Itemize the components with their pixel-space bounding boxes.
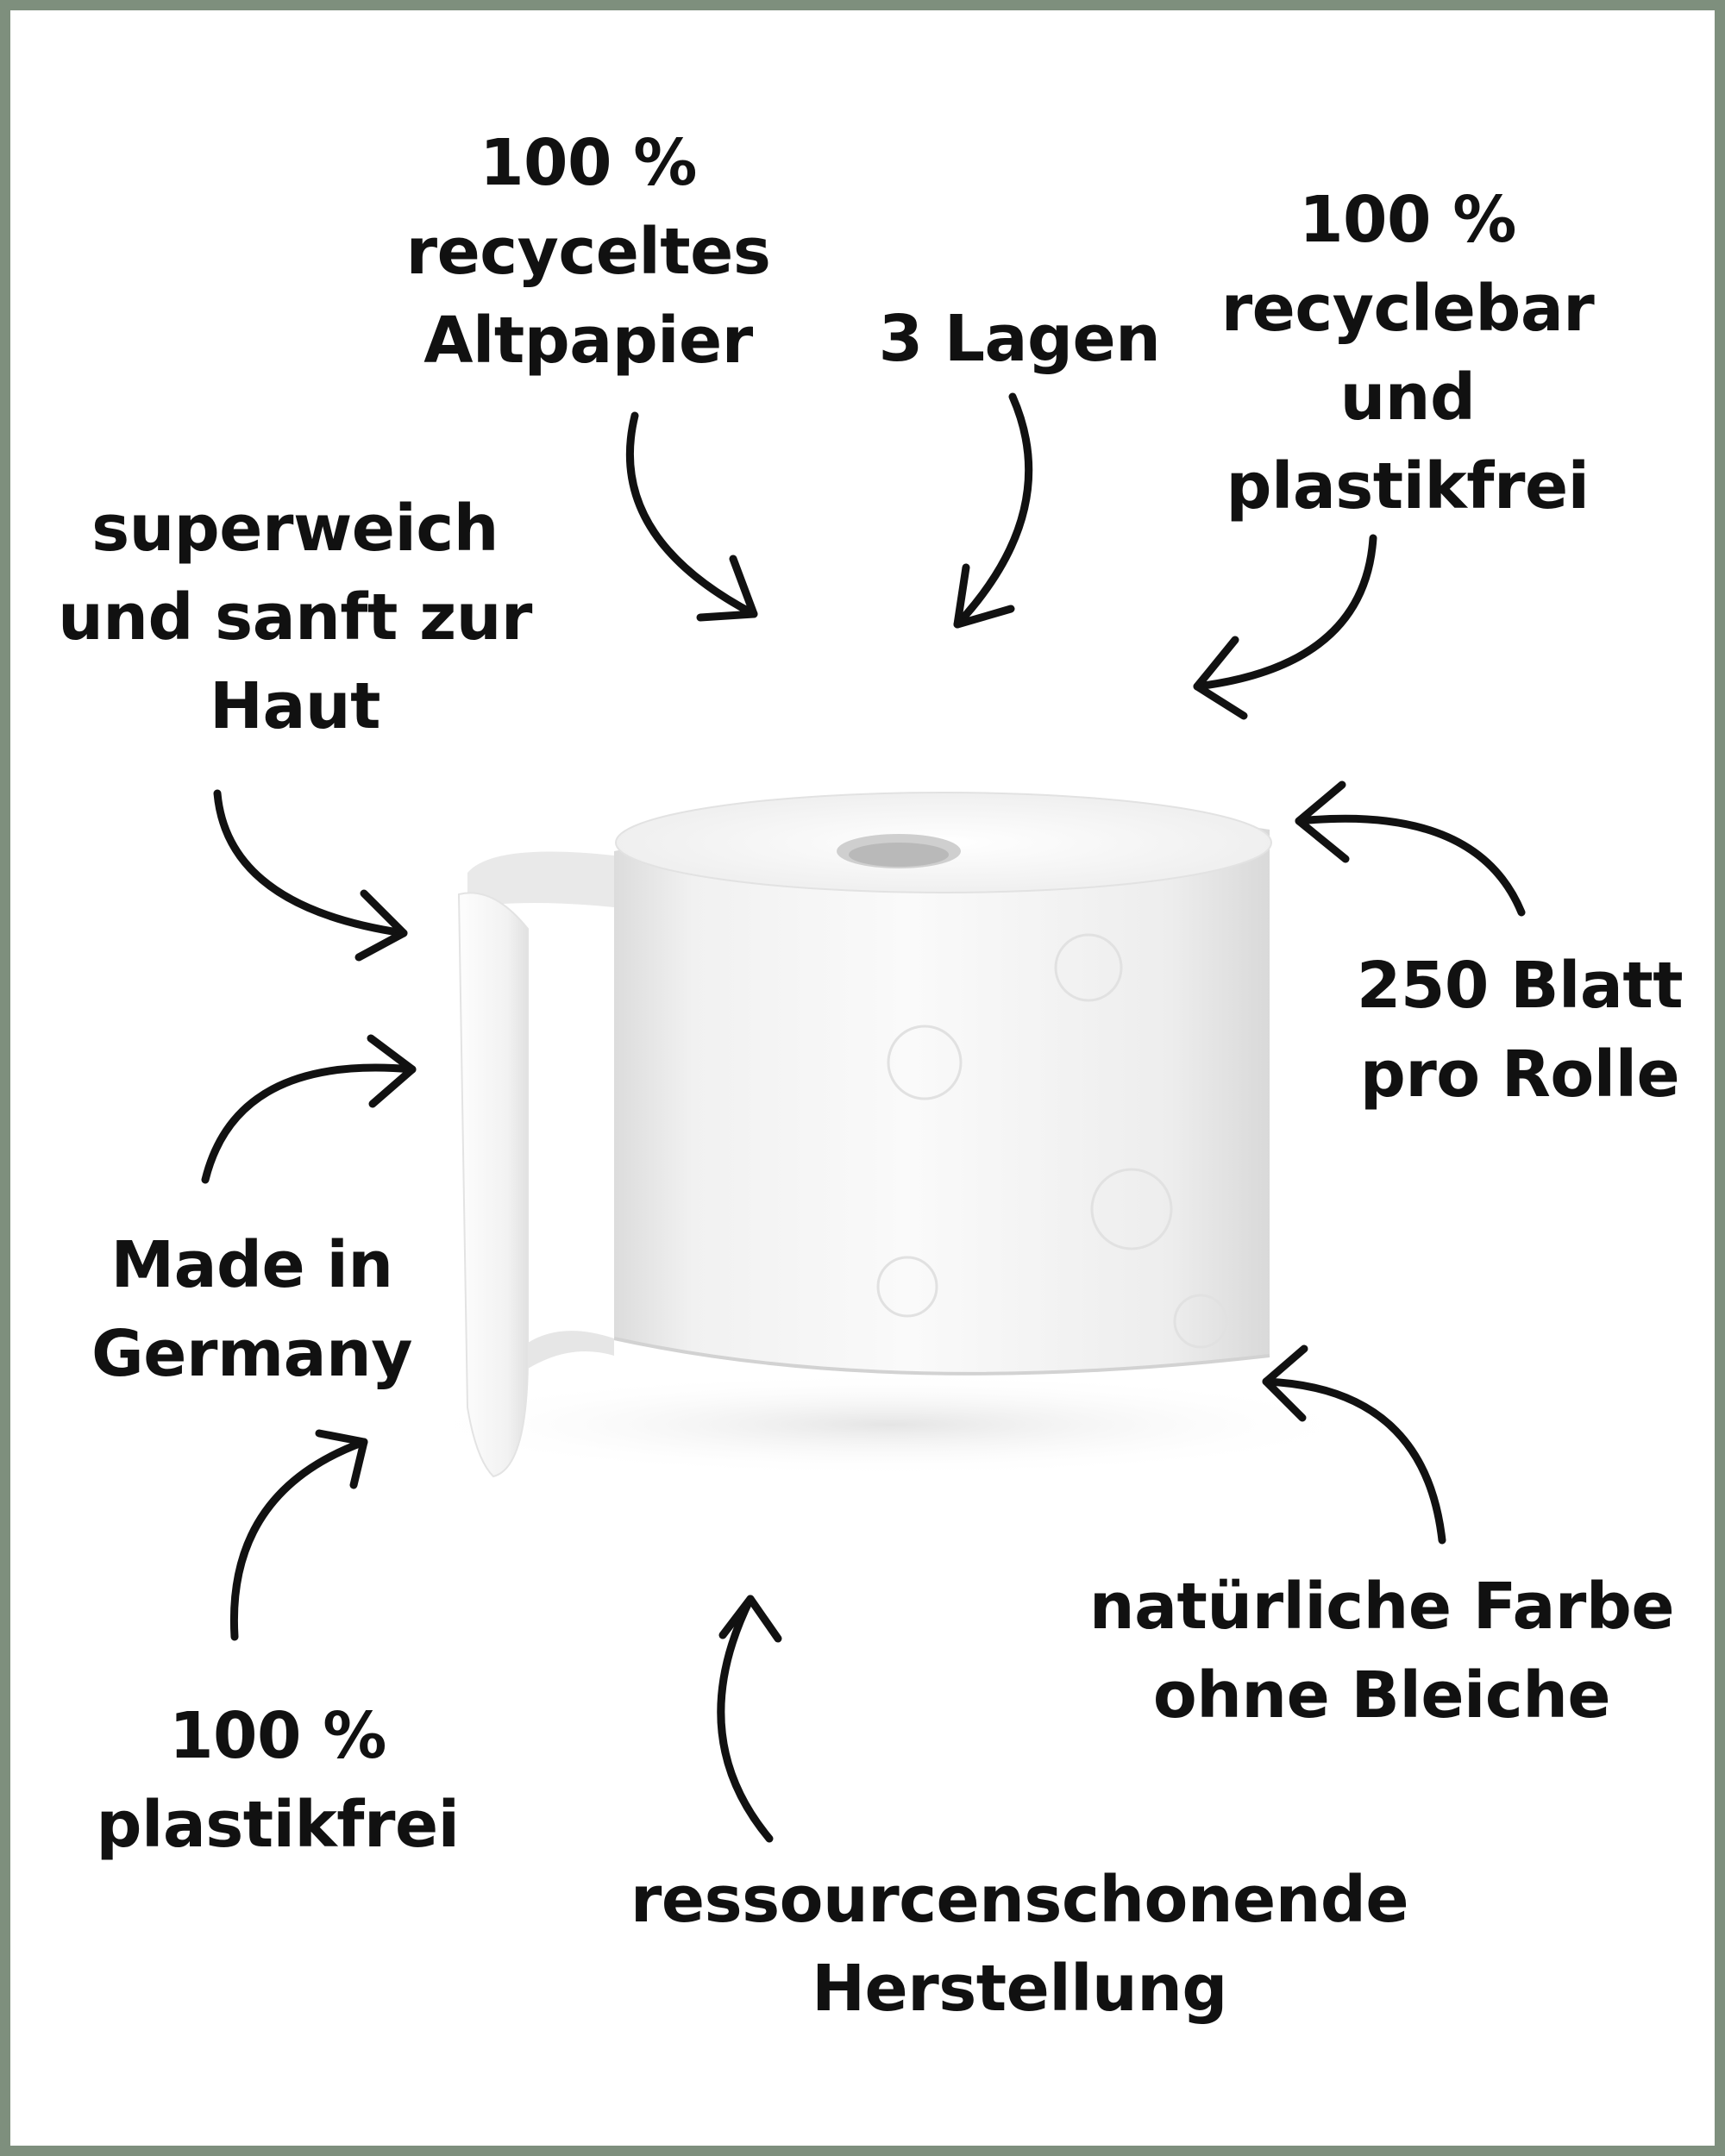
toilet-paper-roll-illustration: [407, 792, 1373, 1478]
arrow-resource-saving: [717, 1595, 782, 1843]
label-layers: 3 Lagen: [878, 302, 1161, 376]
label-resource-saving: ressourcenschonende Herstellung: [630, 1863, 1409, 2026]
label-plastic-free: 100 % plastikfrei: [96, 1699, 460, 1862]
label-sheets: 250 Blatt pro Rolle: [1356, 949, 1684, 1112]
arrow-plastic-free: [229, 1429, 368, 1641]
arrow-recyclable: [1193, 534, 1377, 720]
arrow-soft: [213, 789, 408, 962]
arrow-sheets: [1295, 780, 1526, 917]
label-soft: superweich und sanft zur Haut: [58, 492, 532, 743]
label-made-in: Made in Germany: [91, 1228, 412, 1391]
infographic-panel: 100 % recyceltes Altpapier 3 Lagen 100 %…: [10, 10, 1715, 2146]
arrow-recycled-paper: [625, 411, 758, 622]
label-natural-color: natürliche Farbe ohne Bleiche: [1088, 1570, 1675, 1733]
arrow-layers: [953, 392, 1033, 629]
label-recycled-paper: 100 % recyceltes Altpapier: [405, 126, 771, 378]
arrows-layer: [201, 392, 1526, 1843]
label-recyclable: 100 % recyclebar und plastikfrei: [1220, 183, 1595, 523]
arrow-natural-color: [1262, 1344, 1446, 1545]
arrow-made-in: [201, 1034, 417, 1184]
